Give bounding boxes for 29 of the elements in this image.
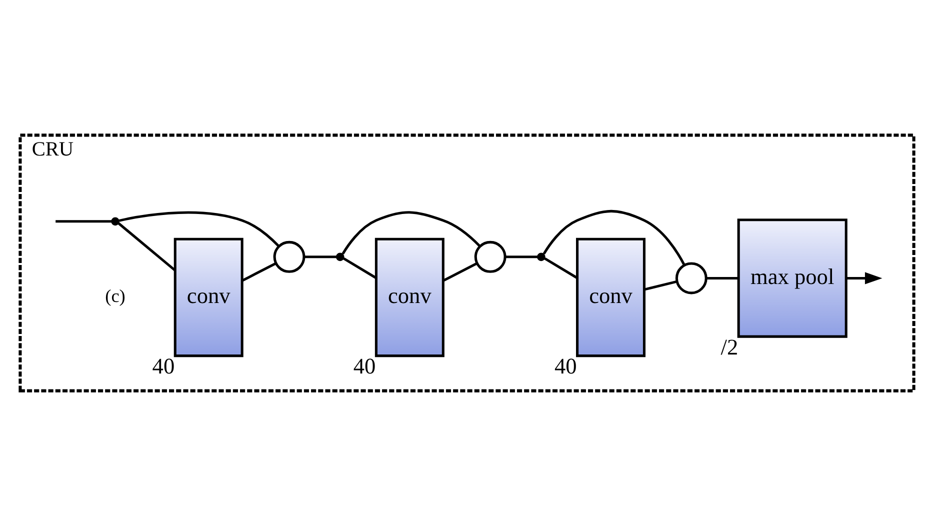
node-box: conv bbox=[174, 237, 244, 357]
connector bbox=[544, 256, 578, 278]
node-dot bbox=[336, 252, 344, 261]
connector bbox=[342, 210, 481, 254]
node-label: /2 bbox=[720, 334, 738, 359]
connector bbox=[242, 262, 276, 282]
node-dot bbox=[537, 252, 546, 261]
connector bbox=[706, 276, 738, 279]
connector bbox=[644, 280, 678, 290]
connector bbox=[118, 222, 176, 271]
connector bbox=[118, 210, 280, 247]
node-circle bbox=[675, 262, 708, 294]
node-label: 40 bbox=[152, 353, 175, 378]
label: (c) bbox=[105, 285, 126, 306]
node-box: conv bbox=[374, 237, 444, 357]
node-label: 40 bbox=[353, 353, 376, 378]
node-dot bbox=[111, 216, 120, 226]
connector bbox=[343, 256, 377, 278]
node-circle bbox=[273, 240, 306, 272]
arrow bbox=[846, 272, 882, 284]
connector bbox=[443, 262, 478, 282]
connector bbox=[56, 220, 112, 222]
node-circle bbox=[474, 240, 506, 272]
connector bbox=[304, 255, 336, 258]
node-label: 40 bbox=[554, 353, 577, 378]
node-box: max pool bbox=[737, 218, 848, 338]
node-box: conv bbox=[576, 237, 646, 357]
connector bbox=[505, 255, 538, 258]
connector bbox=[542, 209, 686, 266]
